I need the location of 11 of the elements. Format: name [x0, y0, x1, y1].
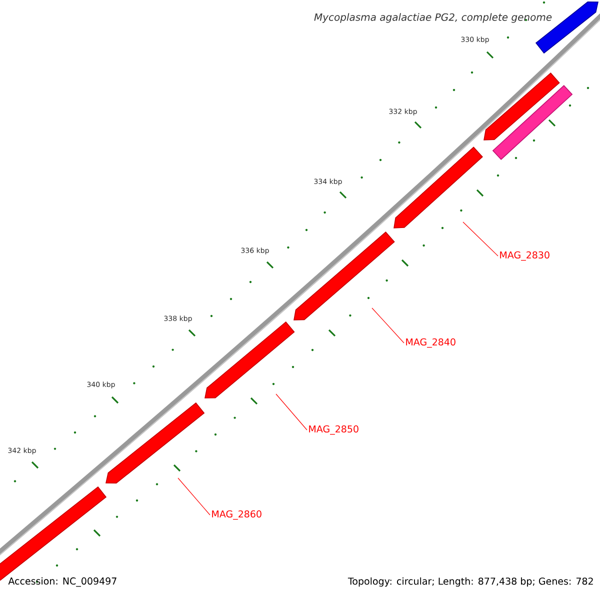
accession-text: Accession: NC_009497	[8, 577, 116, 587]
leader-line	[178, 478, 210, 516]
gene-label: MAG_2860	[212, 510, 262, 520]
leader-line	[372, 308, 404, 344]
leader-line	[276, 394, 308, 430]
leader-line	[462, 222, 498, 256]
summary-text: Topology: circular; Length: 877,438 bp; Genes: 782	[348, 577, 593, 587]
gene-label: MAG_2850	[309, 425, 358, 435]
gene-label: MAG_2840	[406, 338, 456, 348]
gene-label: MAG_2830	[500, 251, 550, 261]
title: Mycoplasma agalactiae PG2, complete genome	[314, 13, 552, 23]
